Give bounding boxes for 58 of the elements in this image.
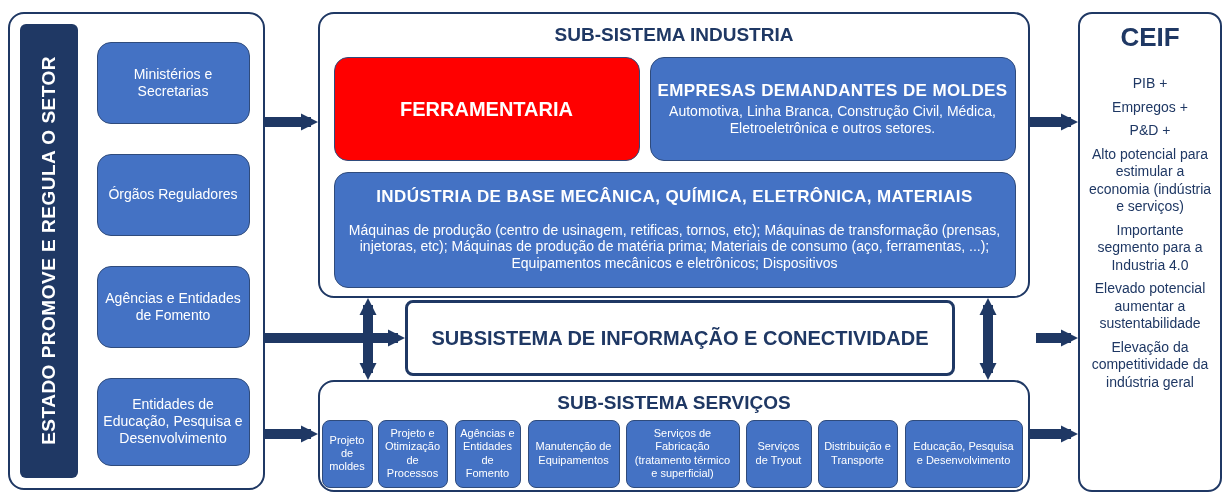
result-text: P&D + [1129,122,1171,140]
group-panel [318,12,1030,298]
process-box [649,56,1016,161]
result-text: Elevação da competitividade da indústria geral [1090,338,1210,391]
box-text: Manutenção de Equipamentos [534,440,613,467]
box-text: Serviços de Fabricação (tratamento térmico e superficial) [633,427,732,480]
block-arrow [265,425,318,443]
box-text: Automotiva, Linha Branca, Construção Civil, Médica, Eletroeletrônica e outros setores. [668,102,997,137]
process-box [817,419,898,488]
process-box [745,419,812,488]
process-box [527,419,620,488]
box-text: Educação, Pesquisa e Desenvolvimento [912,440,1015,467]
process-box [333,56,640,161]
block-arrow [265,113,318,131]
box-text: Ministérios e Secretarias [132,65,214,100]
results-panel [1078,12,1222,492]
group-panel [318,380,1030,492]
result-text: Elevado potencial aumentar a sustentabilidade [1093,280,1207,333]
info-text: SUBSISTEMA DE INFORMAÇÃO E CONECTIVIDADE [431,326,929,350]
panel-title: SUB-SISTEMA INDUSTRIA [553,24,795,46]
group-panel [8,12,265,490]
box-text: Serviços de Tryout [754,440,803,467]
process-box [904,419,1023,488]
process-box [96,153,250,236]
panel-title: SUB-SISTEMA SERVIÇOS [556,392,792,414]
box-text: Máquinas de produção (centro de usinagem, retificas, tornos, etc); Máquinas de transformação (prensas, injetoras, etc); Máquinas de produção de matéria prima; Materiais de consumo (aço, ferramentas, ...); Equipamentos mecânicos e eletrônicos; Dispositivos [347,221,1002,272]
process-box [96,41,250,124]
process-box [625,419,740,488]
result-text: PIB + [1132,75,1168,93]
box-text: Projeto e Otimização de Processos [384,427,441,480]
panel-title: CEIF [1120,22,1180,53]
block-arrow [265,329,405,347]
box-text: Agências e Entidades de Fomento [104,289,242,324]
result-text: Empregos + [1112,98,1188,116]
result-text: Alto potencial para estimular a economia (indústria e serviços) [1087,145,1213,216]
process-box [321,419,373,488]
process-box [377,419,448,488]
block-arrow [1036,329,1078,347]
process-box [96,265,250,348]
box-heading: INDÚSTRIA DE BASE MECÂNICA, QUÍMICA, ELETRÔNICA, MATERIAIS [376,187,973,208]
block-arrow [1030,113,1078,131]
block-arrow [1030,425,1078,443]
banner-text: ESTADO PROMOVE E REGULA O SETOR [37,56,60,445]
box-heading: EMPRESAS DEMANDANTES DE MOLDES [657,80,1008,101]
box-text: Distribuição e Transporte [823,440,892,467]
block-arrow [979,298,997,380]
box-text: Agências e Entidades de Fomento [459,427,516,480]
info-box [405,300,955,376]
process-box [96,377,250,466]
block-arrow [359,298,377,380]
result-text: Importante segmento para a Industria 4.0 [1096,221,1204,274]
box-text: Projeto de moldes [328,433,366,474]
vertical-banner [19,23,78,478]
box-heading: FERRAMENTARIA [400,96,573,121]
box-text: Órgãos Reguladores [108,186,238,203]
process-box [333,171,1016,288]
process-box [454,419,521,488]
box-text: Entidades de Educação, Pesquisa e Desenvolvimento [102,396,244,447]
